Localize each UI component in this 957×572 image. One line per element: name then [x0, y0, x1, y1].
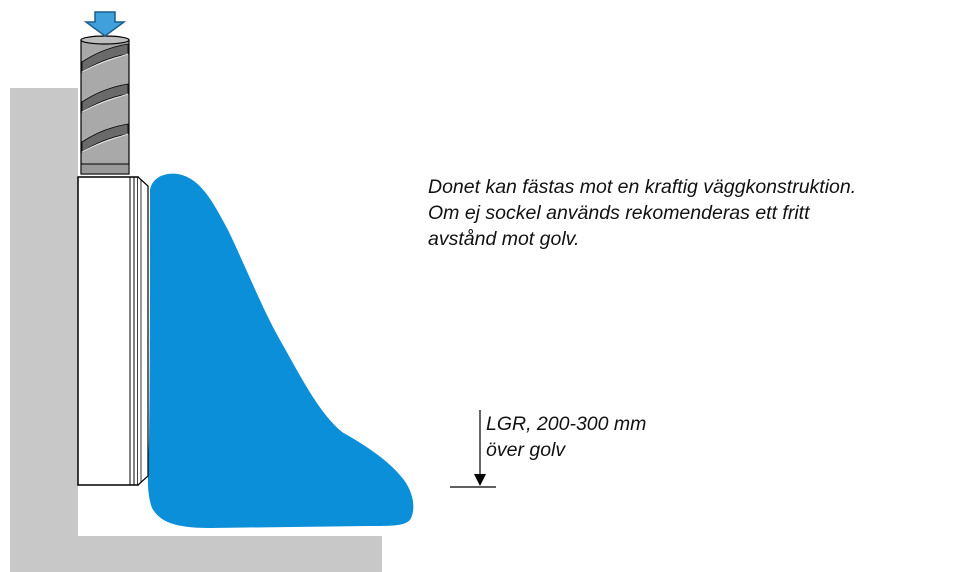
description-line: avstånd mot golv. [428, 228, 580, 250]
diffuser-unit [77, 176, 149, 486]
down-arrow-icon [83, 11, 127, 37]
description-line: Om ej sockel används rekomenderas ett fr… [428, 202, 810, 224]
mounting-height-note: LGR, 200-300 mm över golv [486, 411, 646, 463]
height-note-line: över golv [486, 439, 566, 461]
down-triangle-icon [450, 410, 496, 488]
height-note-line: LGR, 200-300 mm [486, 413, 647, 435]
spiral-duct [80, 35, 130, 175]
wall-and-floor [10, 88, 382, 572]
description-line: Donet kan fästas mot en kraftig väggkons… [428, 176, 857, 198]
air-flow-region [147, 173, 414, 528]
installation-description: Donet kan fästas mot en kraftig väggkons… [428, 174, 856, 252]
